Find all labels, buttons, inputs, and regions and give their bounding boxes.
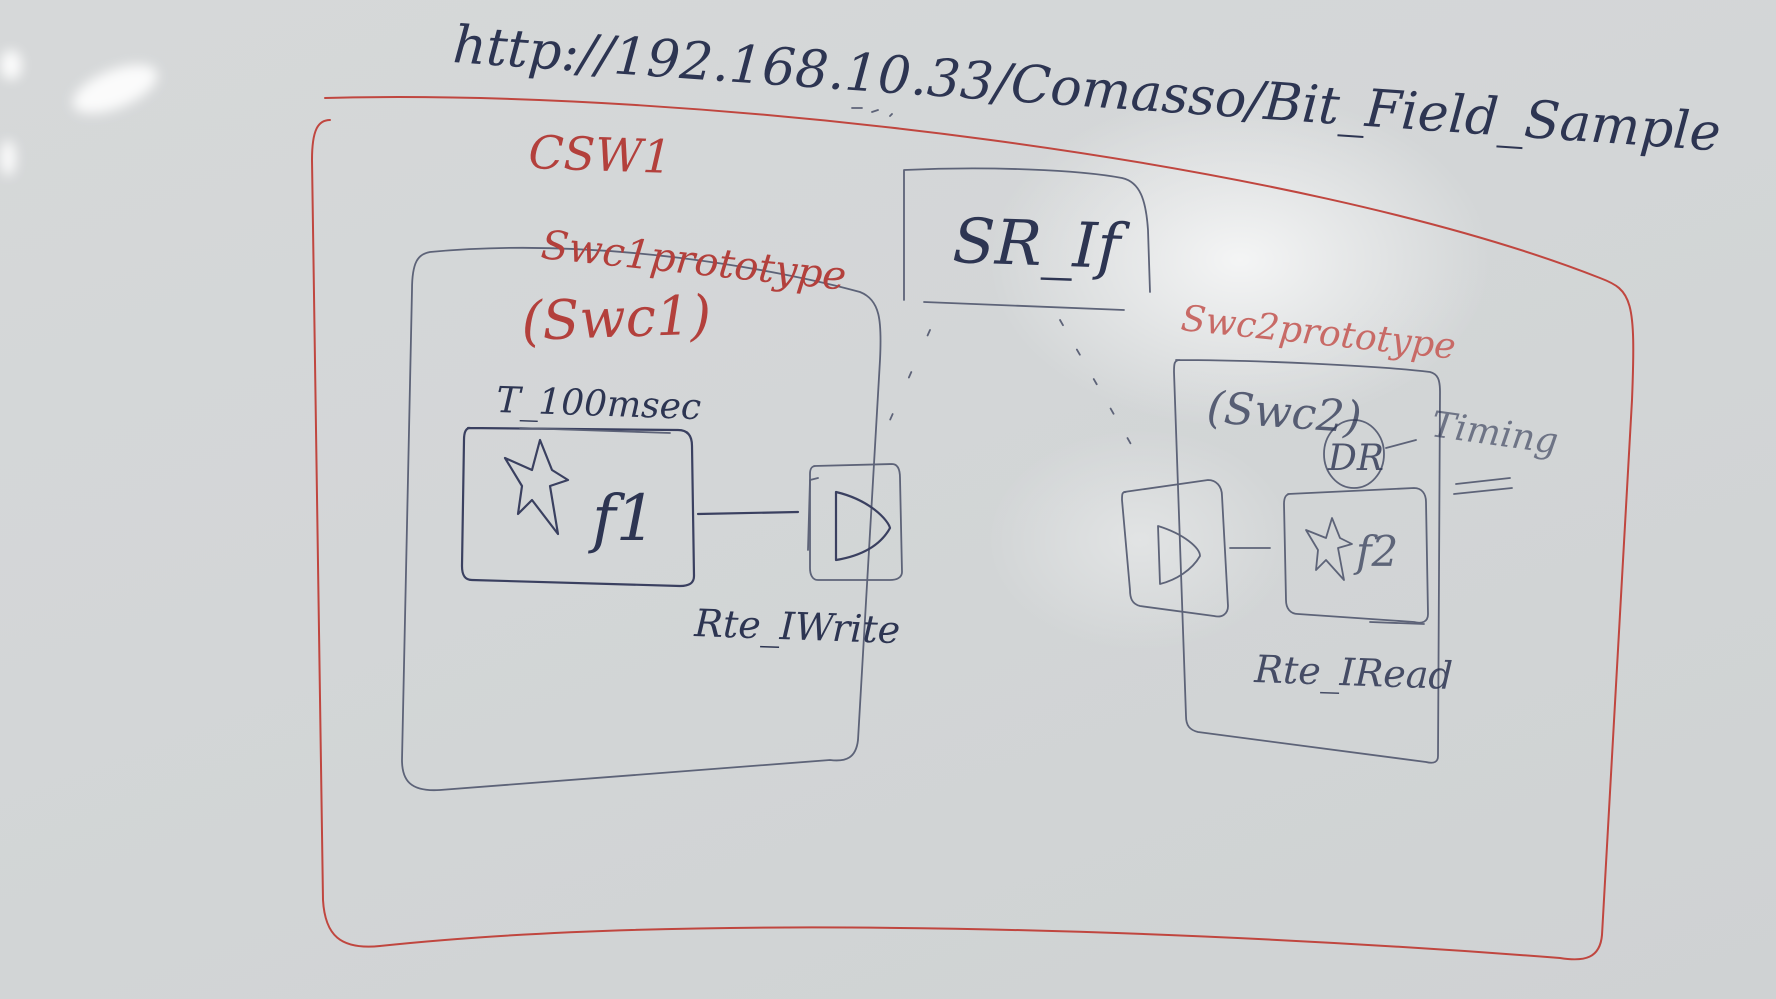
runnable2-label: f2 <box>1353 527 1398 576</box>
url-dots <box>851 107 893 117</box>
swc1-box <box>401 246 882 792</box>
interface-delegation-line <box>1059 319 1141 461</box>
runnable1-label: f1 <box>588 482 656 556</box>
data-receive-label: DR <box>1327 438 1384 479</box>
timing-connector <box>1385 439 1417 449</box>
interface-box <box>903 167 1151 311</box>
runnable1-icon <box>503 438 570 536</box>
composition-boundary <box>311 96 1635 961</box>
require-port-box <box>1121 479 1229 618</box>
provide-port-bracket <box>807 477 819 551</box>
timing-double-line <box>1453 477 1513 495</box>
light-glare-side <box>0 140 16 176</box>
timing-label: T_100msec <box>496 380 702 428</box>
provide-port-icon <box>834 490 892 562</box>
require-port-icon <box>1157 525 1201 585</box>
light-glare-small <box>0 50 22 80</box>
swc2-prototype-label: Swc2prototype <box>1179 298 1458 368</box>
swc1-label: (Swc1) <box>520 283 712 353</box>
timing2-label: Timing <box>1429 404 1561 462</box>
runnable2-box <box>1283 487 1429 624</box>
interface-delegation-line-left <box>889 329 931 421</box>
swc2-label: (Swc2) <box>1205 382 1363 444</box>
connector-f1-port <box>696 510 800 516</box>
runnable2-icon <box>1305 517 1353 581</box>
read-api-label: Rte_IRead <box>1253 647 1454 699</box>
data-receive-circle <box>1323 419 1385 489</box>
composition-label: CSW1 <box>528 125 673 184</box>
provide-port-box <box>809 463 903 581</box>
swc2-box <box>1173 359 1441 764</box>
timing-underline <box>519 427 671 434</box>
interface-label: SR_If <box>951 204 1131 283</box>
write-api-label: Rte_IWrite <box>693 601 901 653</box>
runnable2-shadow-line <box>1369 621 1425 625</box>
runnable1-box <box>460 426 696 588</box>
